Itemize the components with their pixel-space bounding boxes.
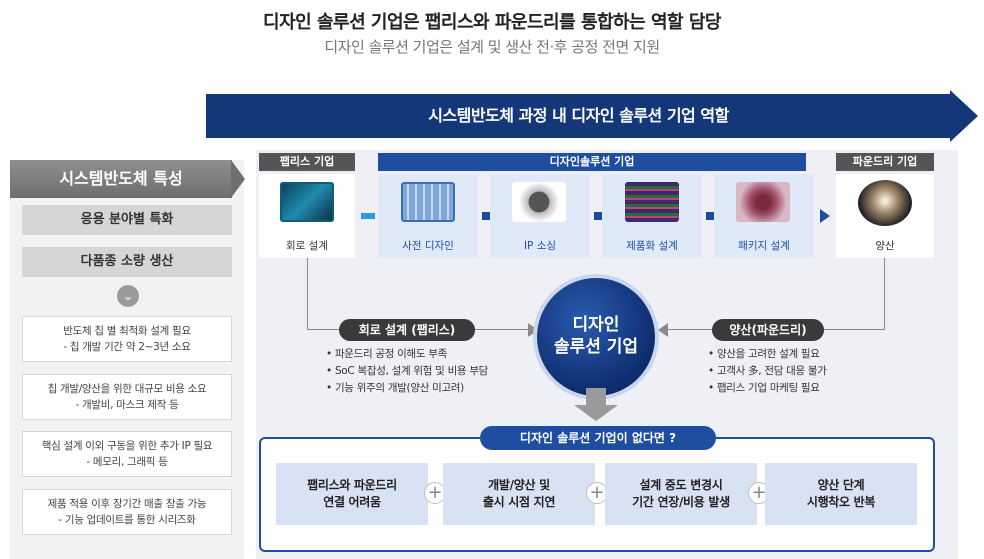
card-line: 기간 연장/비용 발생 <box>632 495 730 509</box>
arrow-left-icon <box>658 323 668 337</box>
card-line: 팹리스와 파운드리 <box>307 478 397 492</box>
consequences-tag: 디자인 솔루션 기업이 없다면 ? <box>480 426 716 450</box>
consequence-card: 설계 중도 변경시 기간 연장/비용 발생 <box>605 463 757 525</box>
list-item: 고객사 多, 전담 대응 불가 <box>708 363 827 380</box>
characteristic-detail: 핵심 설계 이외 구동을 위한 추가 IP 필요 - 메모리, 그래픽 등 <box>22 431 232 477</box>
detail-subline: - 개발비, 마스크 제작 등 <box>75 399 179 411</box>
consequence-card: 팹리스와 파운드리 연결 어려움 <box>276 463 428 525</box>
floorplan-icon <box>401 182 455 222</box>
fabless-tag: 팹리스 기업 <box>259 153 355 171</box>
circle-line: 솔루션 기업 <box>553 337 639 357</box>
page-subtitle: 디자인 솔루션 기업은 설계 및 생산 전·후 공정 전면 지원 <box>324 38 660 56</box>
arrow-right-icon <box>528 323 538 337</box>
list-item: SoC 복잡성, 설계 위험 및 비용 부담 <box>326 363 488 380</box>
detail-line: 제품 적용 이후 장기간 매출 창출 가능 <box>47 498 207 510</box>
card-line: 출시 시점 지연 <box>482 495 556 509</box>
characteristics-header: 시스템반도체 특성 <box>10 160 232 198</box>
wafer-icon <box>858 180 912 226</box>
foundry-issues-list: 양산을 고려한 설계 필요 고객사 多, 전담 대응 불가 팹리스 기업 마케팅… <box>708 346 827 397</box>
arrow-right-icon <box>820 209 830 223</box>
card-line: 시행착오 반복 <box>806 495 876 509</box>
layout-icon <box>625 182 679 222</box>
stage-label: 회로 설계 <box>286 240 328 252</box>
characteristic-detail: 칩 개발/양산을 위한 대규모 비용 소요 - 개발비, 마스크 제작 등 <box>22 374 232 420</box>
down-arrow-icon <box>586 388 606 406</box>
stage-label: IP 소싱 <box>523 240 557 252</box>
plus-icon: + <box>424 482 446 504</box>
detail-line: 핵심 설계 이외 구동을 위한 추가 IP 필요 <box>41 440 213 452</box>
characteristic-chip: 응용 분야별 특화 <box>22 205 232 235</box>
stage-label: 사전 디자인 <box>402 240 454 252</box>
list-item: 팹리스 기업 마케팅 필요 <box>708 380 827 397</box>
fabless-issues-list: 파운드리 공정 이해도 부족 SoC 복잡성, 설계 위험 및 비용 부담 기능… <box>326 346 488 397</box>
design-solution-circle: 디자인 솔루션 기업 <box>537 278 655 396</box>
banner-arrow-icon <box>950 90 978 142</box>
package-icon <box>736 182 790 222</box>
plus-icon: + <box>586 482 608 504</box>
flow-line <box>307 258 308 329</box>
detail-subline: - 메모리, 그래픽 등 <box>86 456 168 468</box>
down-arrow-head-icon <box>574 405 618 421</box>
chevron-down-icon: ⌄ <box>117 285 139 307</box>
characteristic-detail: 반도체 칩 별 최적화 설계 필요 - 칩 개발 기간 약 2~3년 소요 <box>22 316 232 362</box>
foundry-tag: 파운드리 기업 <box>836 153 934 171</box>
connector <box>482 212 490 220</box>
circuit-board-icon <box>280 182 334 222</box>
consequence-card: 개발/양산 및 출시 시점 지연 <box>443 463 595 525</box>
mass-production-pill: 양산(파운드리) <box>712 319 824 341</box>
detail-subline: - 기능 업데이트를 통한 시리즈화 <box>58 514 196 526</box>
flow-line <box>884 258 885 329</box>
consequence-card: 양산 단계 시행착오 반복 <box>765 463 917 525</box>
list-item: 양산을 고려한 설계 필요 <box>708 346 827 363</box>
stage-label: 양산 <box>875 240 895 252</box>
list-item: 기능 위주의 개발(양산 미고려) <box>326 380 488 397</box>
circuit-design-pill: 회로 설계 (팹리스) <box>339 319 475 341</box>
card-line: 연결 어려움 <box>323 495 381 509</box>
card-line: 설계 중도 변경시 <box>639 478 723 492</box>
detail-subline: - 칩 개발 기간 약 2~3년 소요 <box>63 341 191 353</box>
connector <box>706 212 714 220</box>
characteristic-chip: 다품종 소량 생산 <box>22 247 232 277</box>
connector <box>361 213 375 219</box>
detail-line: 칩 개발/양산을 위한 대규모 비용 소요 <box>47 383 207 395</box>
circle-line: 디자인 <box>572 315 620 335</box>
process-banner: 시스템반도체 과정 내 디자인 솔루션 기업 역할 <box>206 94 951 138</box>
chip-components-icon <box>512 182 566 222</box>
page-title: 디자인 솔루션 기업은 팹리스와 파운드리를 통합하는 역할 담당 <box>263 12 721 33</box>
stage-label: 패키지 설계 <box>738 240 790 252</box>
card-line: 개발/양산 및 <box>488 478 550 492</box>
detail-line: 반도체 칩 별 최적화 설계 필요 <box>63 325 191 337</box>
characteristic-detail: 제품 적용 이후 장기간 매출 창출 가능 - 기능 업데이트를 통한 시리즈화 <box>22 489 232 535</box>
header-arrow-icon <box>231 160 245 198</box>
list-item: 파운드리 공정 이해도 부족 <box>326 346 488 363</box>
connector <box>594 212 602 220</box>
card-line: 양산 단계 <box>817 478 865 492</box>
design-solution-tag: 디자인솔루션 기업 <box>378 153 806 171</box>
stage-label: 제품화 설계 <box>626 240 678 252</box>
